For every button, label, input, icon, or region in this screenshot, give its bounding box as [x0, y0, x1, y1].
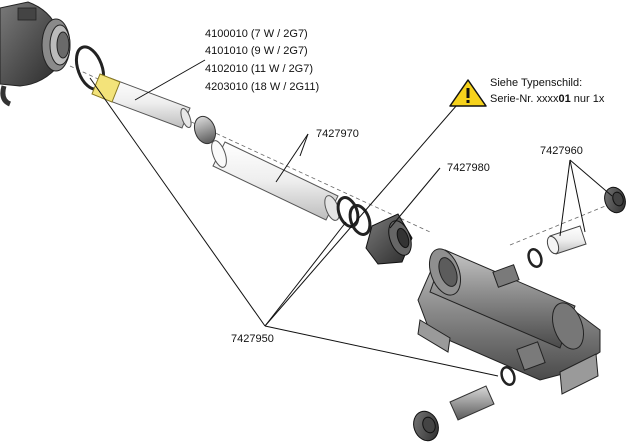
warning-line-2-prefix: Serie-Nr. xxxx	[490, 93, 559, 105]
lamp-cap-housing	[0, 1, 71, 107]
lamp-part-3: 4102010 (11 W / 2G7)	[205, 63, 314, 75]
warning-line-1: Siehe Typenschild:	[490, 77, 583, 89]
label-orings: 7427950	[231, 333, 274, 345]
leader-lines	[89, 59, 613, 377]
lamp-part-1: 4100010 (7 W / 2G7)	[205, 28, 308, 40]
connector-bottom	[413, 366, 516, 442]
label-quartz-tube: 7427970	[316, 128, 359, 140]
warning-line-2: Serie-Nr. xxxx01 nur 1x	[490, 92, 604, 106]
quartz-sleeve	[193, 115, 340, 221]
warning-line-2-suffix: nur 1x	[570, 93, 605, 105]
uvc-housing-body	[417, 248, 601, 395]
lamp-part-2: 4101010 (9 W / 2G7)	[205, 45, 308, 57]
lamp-part-4: 4203010 (18 W / 2G11)	[205, 81, 320, 93]
warning-line-2-bold: 01	[558, 93, 571, 105]
o-rings-mid	[336, 196, 372, 236]
uv-lamp-tube	[91, 73, 192, 129]
union-nut	[365, 213, 413, 265]
warning-triangle-icon	[449, 79, 487, 107]
label-nut: 7427980	[447, 162, 490, 174]
label-connector: 7427960	[540, 145, 583, 157]
